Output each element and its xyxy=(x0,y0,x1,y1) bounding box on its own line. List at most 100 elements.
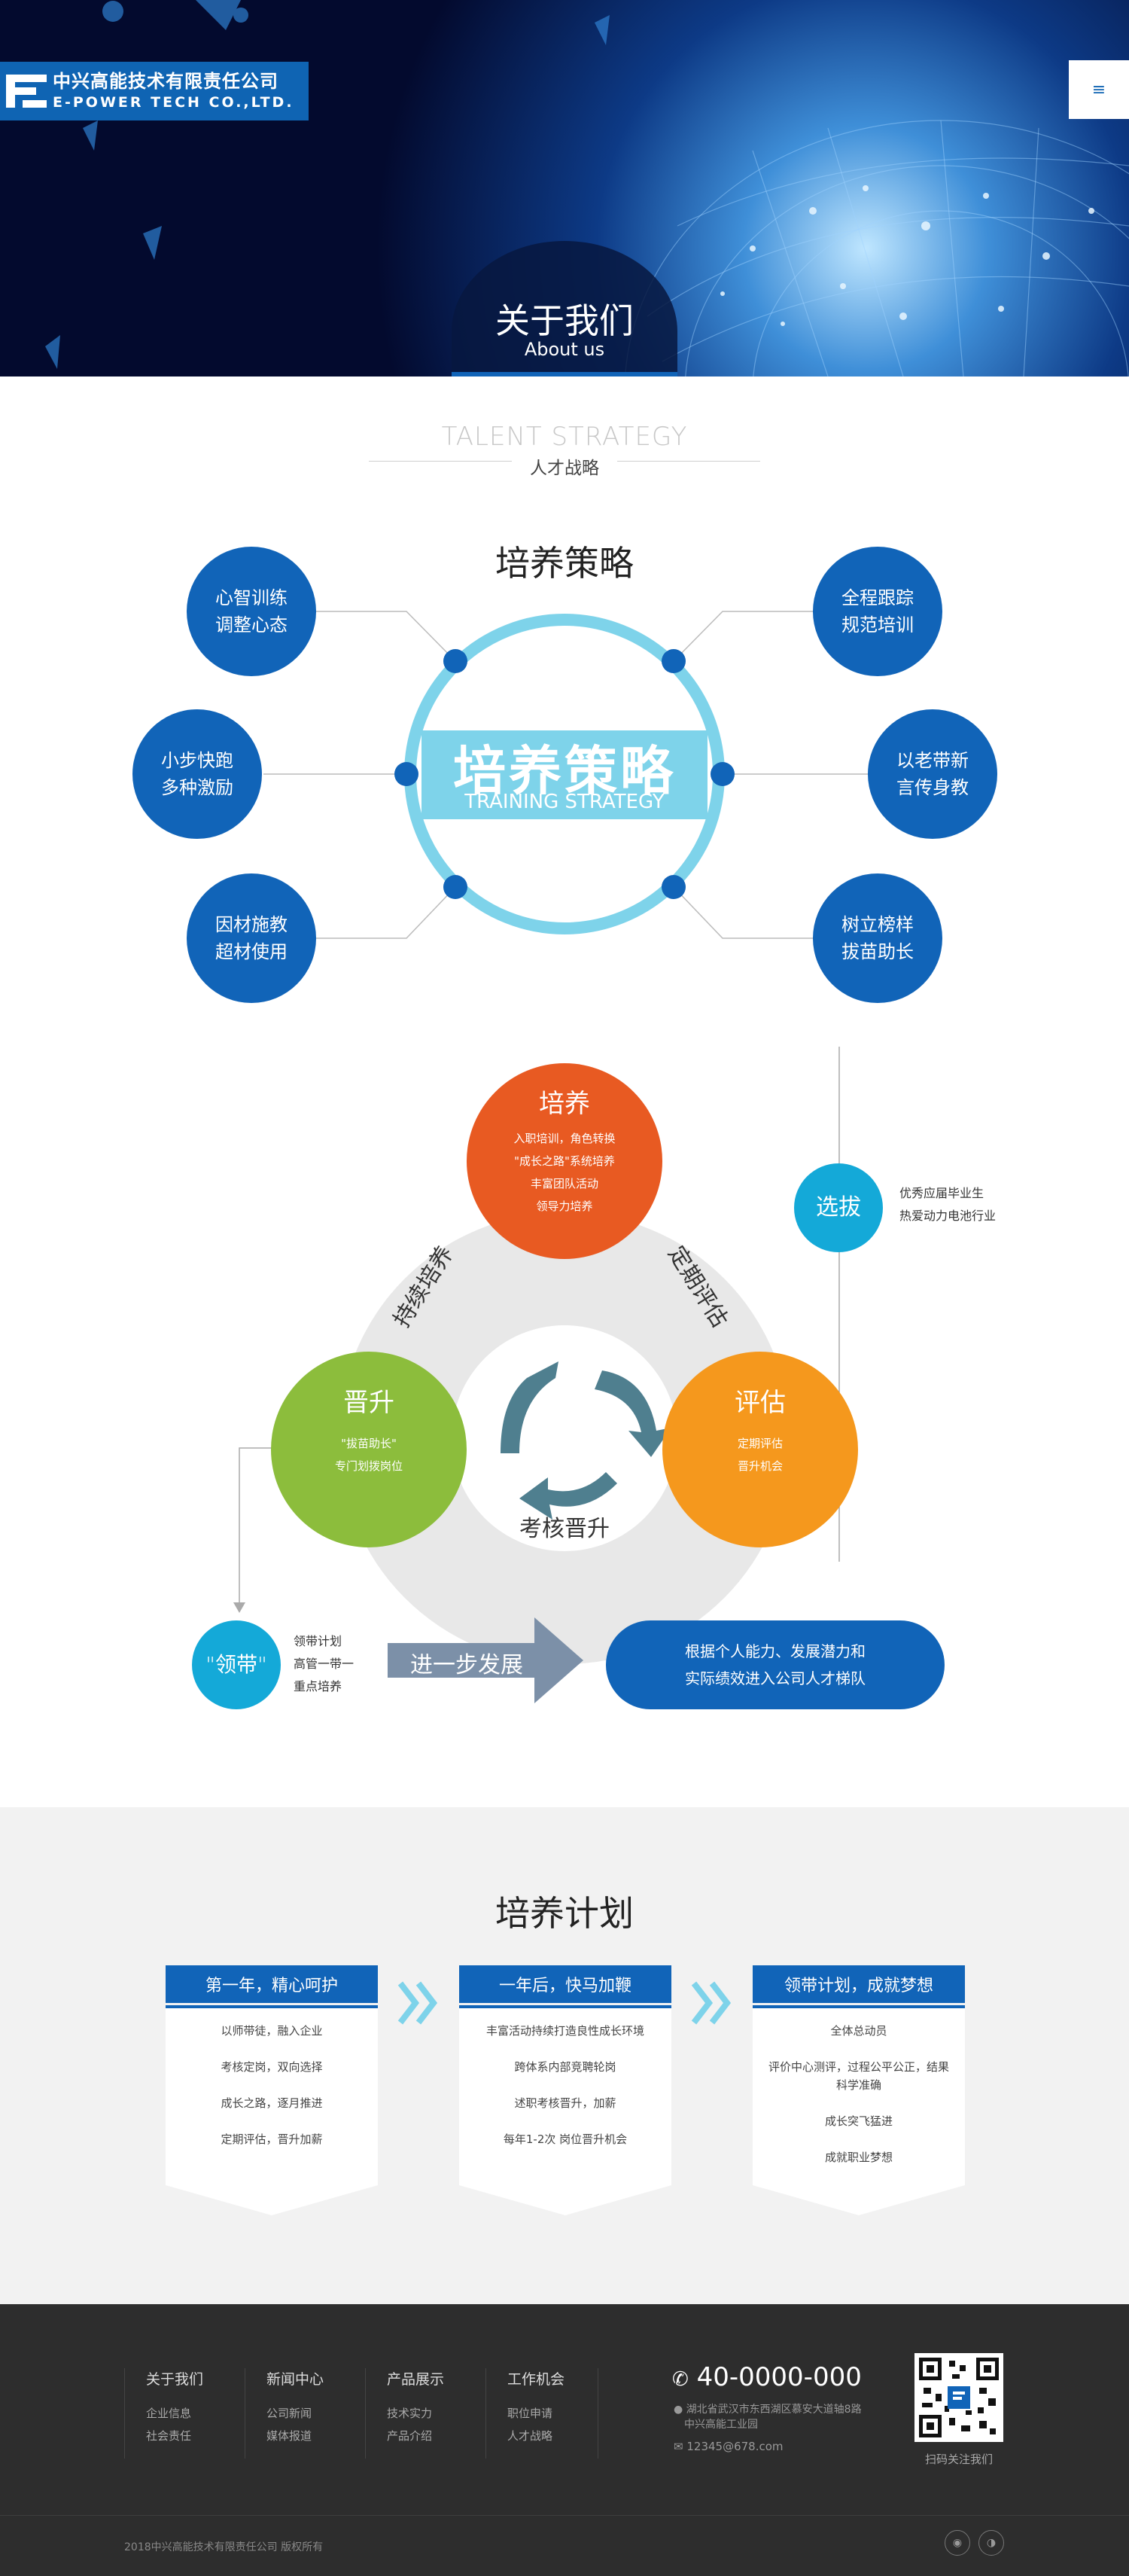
page-title-en: About us xyxy=(524,339,605,360)
plan-card-head: 一年后，快马加鞭 xyxy=(459,1965,671,2003)
cycle-jinsheng: 晋升 "拔苗助长" 专门划拨岗位 xyxy=(271,1352,467,1547)
note-text: 热爱动力电池行业 xyxy=(899,1209,997,1223)
cycle-jinsheng-title: 晋升 xyxy=(343,1388,394,1418)
result-text: 实际绩效进入公司人才梯队 xyxy=(685,1669,866,1687)
list-item: 考核定岗，双向选择 xyxy=(221,2060,323,2074)
footer-col-title[interactable]: 关于我们 xyxy=(146,2371,204,2388)
strategy-diagram: 培养策略 TRAINING STRATEGY 心智训练调整心态 小步快跑多种激励… xyxy=(0,542,1129,1009)
email[interactable]: ✉ 12345@678.com xyxy=(674,2440,784,2453)
address: ● 湖北省武汉市东西湖区慕安大道轴8路 中兴高能工业园 xyxy=(674,2402,862,2432)
footer-col: 新闻中心 公司新闻 媒体报道 xyxy=(245,2368,358,2459)
list-item: 跨体系内部竞聘轮岗 xyxy=(514,2060,616,2074)
strategy-bubble: 以老带新言传身教 xyxy=(868,709,997,839)
section-heading: TALENT STRATEGY 人才战略 xyxy=(361,422,768,479)
plan-card-head: 第一年，精心呵护 xyxy=(166,1965,378,2003)
list-item: 成长之路，逐月推进 xyxy=(221,2096,323,2110)
hero-banner: 中兴高能技术有限责任公司 E-POWER TECH CO.,LTD. ≡ 关于我… xyxy=(0,0,1129,376)
double-chevron-icon xyxy=(397,1981,438,2025)
copyright: 2018中兴高能技术有限责任公司 版权所有 xyxy=(124,2541,324,2553)
qr-code xyxy=(914,2353,1003,2442)
weibo-icon[interactable]: ◉ xyxy=(945,2530,970,2556)
cycle-text: "成长之路"系统培养 xyxy=(514,1154,615,1168)
company-logo[interactable]: 中兴高能技术有限责任公司 E-POWER TECH CO.,LTD. xyxy=(0,62,309,120)
footer-link[interactable]: 企业信息 xyxy=(146,2407,192,2420)
cycle-text: "拔苗助长" xyxy=(341,1437,397,1450)
strategy-bubble: 全程跟踪规范培训 xyxy=(813,547,942,676)
cycle-pinggu: 评估 定期评估 晋升机会 xyxy=(662,1352,858,1547)
footer-link[interactable]: 人才战略 xyxy=(507,2429,553,2443)
bubble-text: 多种激励 xyxy=(161,777,233,798)
footer-link[interactable]: 技术实力 xyxy=(387,2407,433,2420)
section-heading-cn: 人才战略 xyxy=(530,459,599,478)
menu-icon: ≡ xyxy=(1091,80,1106,99)
plan-card-head: 领带计划，成就梦想 xyxy=(753,1965,965,2003)
cycle-text: 专门划拨岗位 xyxy=(334,1459,403,1473)
lingdai-title: "领带" xyxy=(205,1652,267,1677)
strategy-bubble: 心智训练调整心态 xyxy=(187,547,316,676)
divider xyxy=(0,2515,1129,2516)
divider xyxy=(617,461,760,462)
company-name-cn: 中兴高能技术有限责任公司 xyxy=(53,71,278,92)
training-cycle-diagram: 培养 入职培训，角色转换 "成长之路"系统培养 丰富团队活动 领导力培养 评估 … xyxy=(0,1047,1129,1724)
menu-button[interactable]: ≡ xyxy=(1069,60,1129,119)
bubble-text: 规范培训 xyxy=(841,614,914,636)
footer-col-title[interactable]: 产品展示 xyxy=(387,2371,445,2388)
page-title-cn: 关于我们 xyxy=(495,300,634,341)
phone-number[interactable]: ✆ 40-0000-000 xyxy=(672,2362,862,2392)
footer-col-title[interactable]: 工作机会 xyxy=(507,2371,565,2388)
note-text: 重点培养 xyxy=(294,1679,342,1693)
qr-code-image xyxy=(919,2358,999,2437)
note-text: 优秀应届毕业生 xyxy=(899,1186,984,1200)
bubble-text: 超材使用 xyxy=(215,941,288,962)
logo-icon xyxy=(0,62,53,120)
cycle-peiyang-title: 培养 xyxy=(539,1089,590,1119)
company-name-en: E-POWER TECH CO.,LTD. xyxy=(53,94,294,111)
xuanba-circle: 选拔 xyxy=(794,1163,883,1252)
result-box: 根据个人能力、发展潜力和 实际绩效进入公司人才梯队 xyxy=(606,1638,945,1692)
phone-icon: ✆ xyxy=(672,2368,689,2391)
cycle-peiyang: 培养 入职培训，角色转换 "成长之路"系统培养 丰富团队活动 领导力培养 xyxy=(467,1063,662,1259)
bubble-text: 全程跟踪 xyxy=(841,587,914,608)
address-line: 湖北省武汉市东西湖区慕安大道轴8路 xyxy=(686,2404,862,2416)
cycle-text: 晋升机会 xyxy=(737,1459,783,1473)
phone-text: 40-0000-000 xyxy=(696,2362,862,2392)
list-item: 定期评估，晋升加薪 xyxy=(221,2132,323,2146)
note-text: 高管一带一 xyxy=(294,1657,355,1671)
cycle-graphic xyxy=(233,1047,945,1709)
strategy-center-cn: 培养策略 xyxy=(453,740,676,802)
bubble-text: 以老带新 xyxy=(896,750,969,771)
footer-col: 关于我们 企业信息 社会责任 xyxy=(124,2368,237,2459)
list-item: 以师带徒，融入企业 xyxy=(221,2024,323,2038)
bubble-text: 心智训练 xyxy=(215,587,288,608)
footer-link[interactable]: 职位申请 xyxy=(507,2407,553,2420)
arc-label-bottom: 考核晋升 xyxy=(519,1516,610,1542)
list-item: 每年1-2次 岗位晋升机会 xyxy=(503,2132,628,2146)
note-text: 领带计划 xyxy=(294,1634,342,1648)
lingdai-circle: "领带" xyxy=(192,1620,281,1709)
plan-section: 培养计划 第一年，精心呵护 以师带徒，融入企业 考核定岗，双向选择 成长之路，逐… xyxy=(0,1807,1129,2304)
footer-link[interactable]: 产品介绍 xyxy=(387,2429,433,2443)
footer-col: 工作机会 职位申请 人才战略 xyxy=(485,2368,598,2459)
cycle-text: 领导力培养 xyxy=(536,1200,593,1213)
footer-link[interactable]: 媒体报道 xyxy=(266,2429,312,2443)
cycle-text: 丰富团队活动 xyxy=(530,1177,598,1190)
footer-col-title[interactable]: 新闻中心 xyxy=(266,2371,324,2388)
result-text: 根据个人能力、发展潜力和 xyxy=(685,1642,866,1660)
xuanba-notes: 优秀应届毕业生 热爱动力电池行业 xyxy=(899,1182,996,1227)
plan-card-bar xyxy=(166,2005,378,2008)
footer-link[interactable]: 社会责任 xyxy=(146,2429,192,2443)
plan-card-bar xyxy=(753,2005,965,2008)
bubble-text: 拔苗助长 xyxy=(841,941,914,962)
list-item: 丰富活动持续打造良性成长环境 xyxy=(485,2024,644,2038)
footer-link[interactable]: 公司新闻 xyxy=(266,2407,312,2420)
bubble-text: 因材施教 xyxy=(215,914,288,935)
qr-caption: 扫码关注我们 xyxy=(924,2453,993,2466)
address-line: 中兴高能工业园 xyxy=(684,2419,758,2431)
bubble-text: 调整心态 xyxy=(215,614,288,636)
divider xyxy=(369,461,512,462)
list-item: 全体总动员 xyxy=(830,2024,887,2038)
strategy-bubble: 因材施教超材使用 xyxy=(187,873,316,1003)
wechat-icon[interactable]: ◑ xyxy=(978,2530,1004,2556)
bubble-text: 小步快跑 xyxy=(161,750,233,771)
